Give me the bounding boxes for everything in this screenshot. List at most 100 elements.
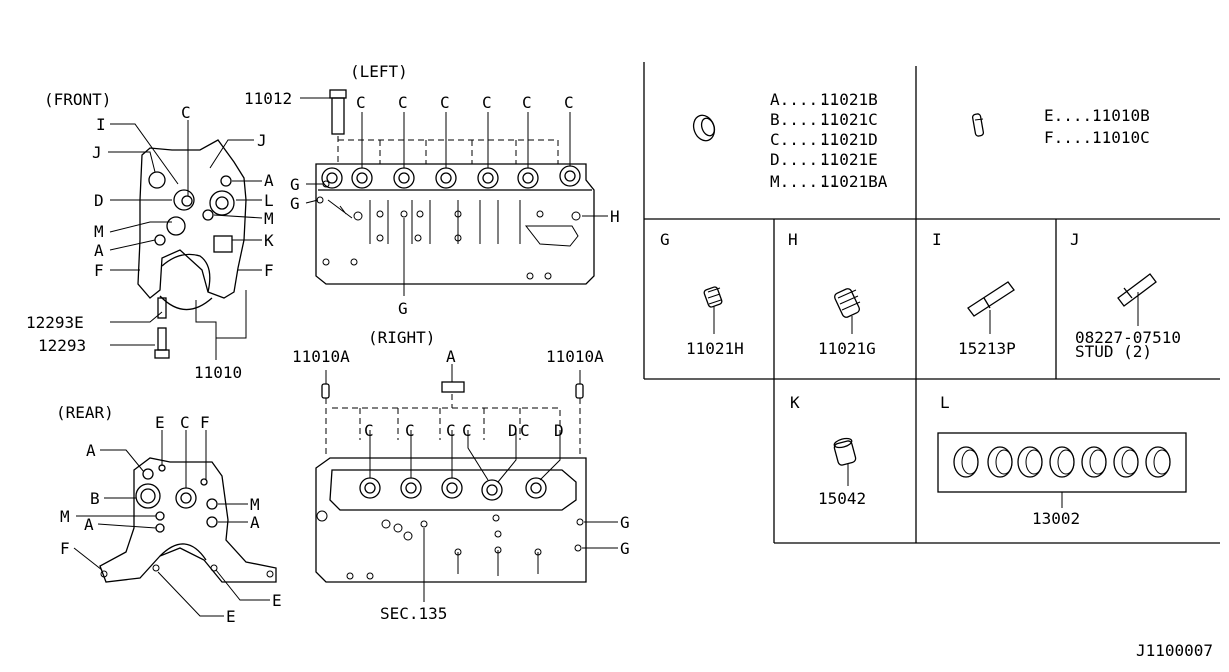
front-plug (166, 216, 186, 236)
right-callout-11010a-right: 11010A (546, 347, 604, 366)
front-callout-a-right: A (264, 171, 274, 190)
front-cap-bolt (157, 297, 167, 319)
leader-12293e (110, 311, 163, 323)
left-callout-c3: C (440, 93, 450, 112)
right-callout-11010a-left: 11010A (292, 347, 350, 366)
legend-j-icon (1117, 273, 1157, 326)
legend-plug-part: 11021E (820, 150, 878, 169)
legend-plug-key: D...... (770, 150, 837, 169)
left-callout-g-bottom: G (398, 299, 408, 318)
rear-plug-a-left (155, 523, 165, 533)
left-bores (321, 165, 581, 189)
front-hole (148, 171, 166, 189)
legend-l-part: 13002 (1032, 509, 1080, 528)
rear-view-title: (REAR) (56, 403, 114, 422)
legend-plug-key: M...... (770, 172, 837, 191)
front-bearing-cap (159, 295, 213, 311)
front-plug-a (220, 175, 232, 187)
legend-plug-part: 11021B (820, 90, 878, 109)
front-view-title: (FRONT) (44, 90, 111, 109)
rear-crank-arch (159, 543, 207, 561)
legend-plug-part: 11021BA (820, 172, 888, 191)
legend-i-letter: I (932, 230, 942, 249)
leader-rear-e-right (215, 569, 270, 601)
rear-callout-e-bottom: E (226, 607, 236, 626)
legend-plug-part: 11021C (820, 110, 878, 129)
right-view: (RIGHT) (292, 328, 630, 623)
left-callout-g1: G (290, 175, 300, 194)
leader-front-j-left (108, 151, 156, 173)
front-callout-l: L (264, 191, 274, 210)
right-callout-c2: C (405, 421, 415, 440)
legend-table: A...... 11021B B...... 11021C C...... 11… (643, 62, 1220, 544)
rear-callout-a-left: A (84, 515, 94, 534)
rear-bolt (152, 564, 160, 572)
front-callout-11010: 11010 (194, 363, 242, 382)
rear-callout-f-left: F (60, 539, 70, 558)
legend-dowel-part: 11010C (1092, 128, 1150, 147)
front-plug-l (209, 190, 235, 216)
front-plug-m (202, 209, 214, 221)
left-block-outline (315, 163, 595, 285)
legend-plug-list: A...... 11021B B...... 11021C C...... 11… (770, 90, 888, 191)
front-callout-f-left: F (94, 261, 104, 280)
bolt-12293 (157, 327, 167, 351)
right-callout-c3: C (446, 421, 456, 440)
front-callout-f-right: F (264, 261, 274, 280)
front-callout-j-left: J (92, 143, 102, 162)
rear-callout-f-top: F (200, 413, 210, 432)
right-leaders-bores (369, 430, 561, 483)
front-callout-12293e: 12293E (26, 313, 84, 332)
rear-plug-c-inner (180, 492, 192, 504)
diagram-id: J1100007 (1136, 641, 1213, 660)
right-callout-g2: G (620, 539, 630, 558)
leader-rear-a-left (97, 523, 157, 529)
rear-callout-m-left: M (60, 507, 70, 526)
legend-plug-icon (692, 114, 716, 142)
legend-h-part: 11021G (818, 339, 876, 358)
legend-dowel-key: F...... (1044, 128, 1111, 147)
legend-j-part: 08227-07510 (1075, 328, 1181, 347)
front-callout-m-left: M (94, 222, 104, 241)
legend-dowel-icon (971, 113, 985, 137)
rear-callout-e-right: E (272, 591, 282, 610)
legend-k-icon (833, 437, 857, 486)
front-callout-i: I (96, 115, 106, 134)
legend-g-part: 11021H (686, 339, 744, 358)
front-callout-j-right: J (257, 131, 267, 150)
leader-rear-f-left (73, 547, 103, 571)
left-view: (LEFT) (244, 62, 620, 318)
left-callout-c4: C (482, 93, 492, 112)
right-callout-c4: C (462, 421, 472, 440)
leader-rear-a-top (100, 449, 145, 473)
leader-front-i (110, 123, 179, 185)
rear-plug-b (135, 483, 161, 509)
right-bores (359, 477, 547, 501)
right-view-title: (RIGHT) (368, 328, 435, 347)
right-callout-sec135: SEC.135 (380, 604, 447, 623)
rear-callout-c: C (180, 413, 190, 432)
left-view-title: (LEFT) (350, 62, 408, 81)
front-block-outline (137, 139, 247, 299)
legend-i-part: 15213P (958, 339, 1016, 358)
left-callout-c1: C (356, 93, 366, 112)
legend-l-letter: L (940, 393, 950, 412)
left-leaders-c (361, 112, 571, 168)
legend-j-letter: J (1070, 230, 1080, 249)
legend-l-rings-icon (953, 446, 1171, 478)
front-callout-12293: 12293 (38, 336, 86, 355)
legend-grid (643, 62, 1220, 544)
rear-callout-a-right: A (250, 513, 260, 532)
legend-i-icon (967, 281, 1015, 334)
legend-g-icon (703, 286, 723, 334)
rear-callout-a-top: A (86, 441, 96, 460)
rear-plug-c (175, 487, 197, 509)
rear-plug-m-left (155, 511, 165, 521)
front-callout-d: D (94, 191, 104, 210)
leader-front-m-right (213, 214, 263, 219)
right-leaders-top (325, 364, 581, 384)
leader-11010 (195, 290, 247, 360)
rear-bolt (210, 564, 218, 572)
right-callout-d2: D (554, 421, 564, 440)
front-callout-a-left: A (94, 241, 104, 260)
